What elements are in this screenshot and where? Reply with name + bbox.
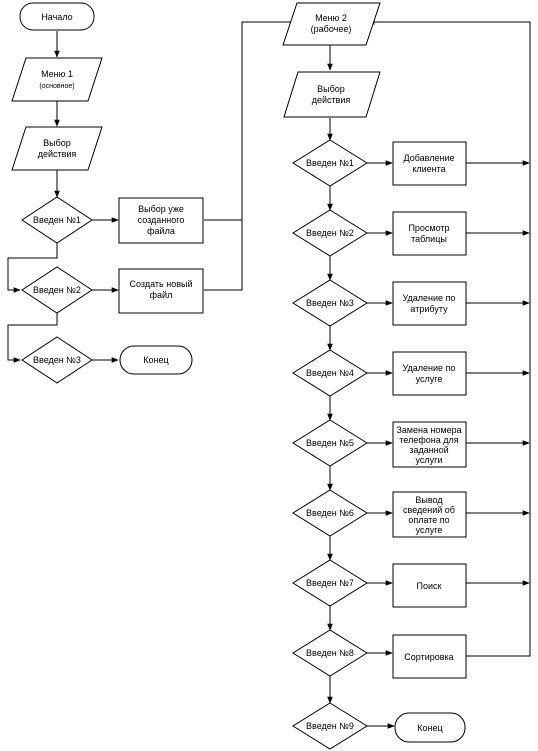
process-delete-by-service: Удаление по услуге bbox=[392, 351, 467, 396]
svg-text:Выбор: Выбор bbox=[43, 138, 71, 148]
decision-right-9: Введен №9 bbox=[292, 702, 368, 750]
svg-text:заданной: заданной bbox=[409, 445, 448, 455]
process-add-client: Добавление клиента bbox=[392, 141, 467, 186]
svg-text:сведений об: сведений об bbox=[403, 505, 455, 515]
svg-text:Начало: Начало bbox=[41, 12, 72, 22]
choice-io-left: Выбор действия bbox=[11, 126, 103, 171]
decision-right-4: Введен №4 bbox=[292, 349, 368, 397]
svg-text:Введен №1: Введен №1 bbox=[33, 215, 81, 225]
svg-text:Выбор уже: Выбор уже bbox=[138, 204, 184, 214]
svg-text:(основное): (основное) bbox=[39, 83, 74, 90]
svg-text:Удаление по: Удаление по bbox=[403, 363, 456, 373]
svg-text:оплате по: оплате по bbox=[408, 515, 449, 525]
svg-text:услуге: услуге bbox=[416, 374, 443, 384]
svg-text:таблицы: таблицы bbox=[411, 234, 447, 244]
svg-text:действия: действия bbox=[38, 149, 77, 159]
connectors-right bbox=[327, 19, 531, 729]
svg-text:услуге: услуге bbox=[416, 525, 443, 535]
end-terminator-left: Конец bbox=[119, 345, 193, 375]
svg-text:Введен №8: Введен №8 bbox=[306, 648, 354, 658]
end-terminator-right: Конец bbox=[394, 712, 466, 743]
decision-right-6: Введен №6 bbox=[292, 489, 368, 537]
svg-text:Меню 2: Меню 2 bbox=[315, 13, 347, 23]
svg-text:Введен №5: Введен №5 bbox=[306, 438, 354, 448]
process-delete-by-attribute: Удаление по атрибуту bbox=[392, 281, 467, 326]
process-payment-info: Вывод сведений об оплате по услуге bbox=[392, 491, 467, 538]
svg-text:услуги: услуги bbox=[416, 455, 443, 465]
svg-text:Введен №6: Введен №6 bbox=[306, 508, 354, 518]
decision-right-1: Введен №1 bbox=[292, 139, 368, 187]
svg-text:Введен №1: Введен №1 bbox=[306, 158, 354, 168]
process-select-existing: Выбор уже созданного файла bbox=[118, 197, 204, 244]
decision-right-2: Введен №2 bbox=[292, 209, 368, 257]
process-sort: Сортировка bbox=[392, 634, 467, 679]
svg-text:Замена номера: Замена номера bbox=[396, 425, 461, 435]
svg-text:Меню 1: Меню 1 bbox=[41, 69, 73, 79]
svg-text:Введен №3: Введен №3 bbox=[33, 355, 81, 365]
process-create-new: Создать новый файл bbox=[118, 268, 204, 314]
svg-text:клиента: клиента bbox=[412, 164, 445, 174]
svg-text:Просмотр: Просмотр bbox=[408, 223, 449, 233]
svg-text:Введен №3: Введен №3 bbox=[306, 298, 354, 308]
svg-text:Конец: Конец bbox=[417, 723, 442, 733]
svg-text:телефона для: телефона для bbox=[399, 435, 458, 445]
process-view-table: Просмотр таблицы bbox=[392, 211, 467, 256]
svg-text:Добавление: Добавление bbox=[404, 153, 455, 163]
svg-text:Введен №2: Введен №2 bbox=[306, 228, 354, 238]
menu2-io: Меню 2 (рабочее) bbox=[282, 2, 381, 46]
process-replace-phone: Замена номера телефона для заданной услу… bbox=[392, 421, 467, 468]
svg-text:Поиск: Поиск bbox=[417, 581, 442, 591]
svg-text:Удаление по: Удаление по bbox=[403, 293, 456, 303]
svg-text:файл: файл bbox=[150, 290, 173, 300]
svg-text:Конец: Конец bbox=[143, 355, 168, 365]
connectors-left bbox=[7, 19, 301, 363]
svg-text:(рабочее): (рабочее) bbox=[311, 24, 352, 34]
svg-text:действия: действия bbox=[312, 95, 351, 105]
process-search: Поиск bbox=[392, 563, 467, 608]
svg-text:Выбор: Выбор bbox=[317, 84, 345, 94]
menu1-io: Меню 1 (основное) bbox=[11, 57, 103, 102]
decision-right-7: Введен №7 bbox=[292, 559, 368, 607]
svg-text:файла: файла bbox=[147, 226, 175, 236]
svg-text:Введен №2: Введен №2 bbox=[33, 285, 81, 295]
svg-text:атрибуту: атрибуту bbox=[410, 304, 448, 314]
decision-left-3: Введен №3 bbox=[21, 336, 93, 384]
decision-right-5: Введен №5 bbox=[292, 419, 368, 467]
decision-right-3: Введен №3 bbox=[292, 279, 368, 327]
svg-text:Сортировка: Сортировка bbox=[404, 652, 453, 662]
svg-text:созданного: созданного bbox=[138, 215, 185, 225]
start-terminator: Начало bbox=[19, 2, 95, 31]
svg-text:Введен №4: Введен №4 bbox=[306, 368, 354, 378]
decision-right-8: Введен №8 bbox=[292, 629, 368, 677]
decision-left-2: Введен №2 bbox=[21, 266, 93, 314]
svg-text:Создать новый: Создать новый bbox=[130, 279, 193, 289]
choice-io-right: Выбор действия bbox=[283, 71, 381, 118]
svg-text:Введен №7: Введен №7 bbox=[306, 578, 354, 588]
decision-left-1: Введен №1 bbox=[21, 196, 93, 244]
svg-text:Введен №9: Введен №9 bbox=[306, 721, 354, 731]
svg-text:Вывод: Вывод bbox=[415, 495, 443, 505]
